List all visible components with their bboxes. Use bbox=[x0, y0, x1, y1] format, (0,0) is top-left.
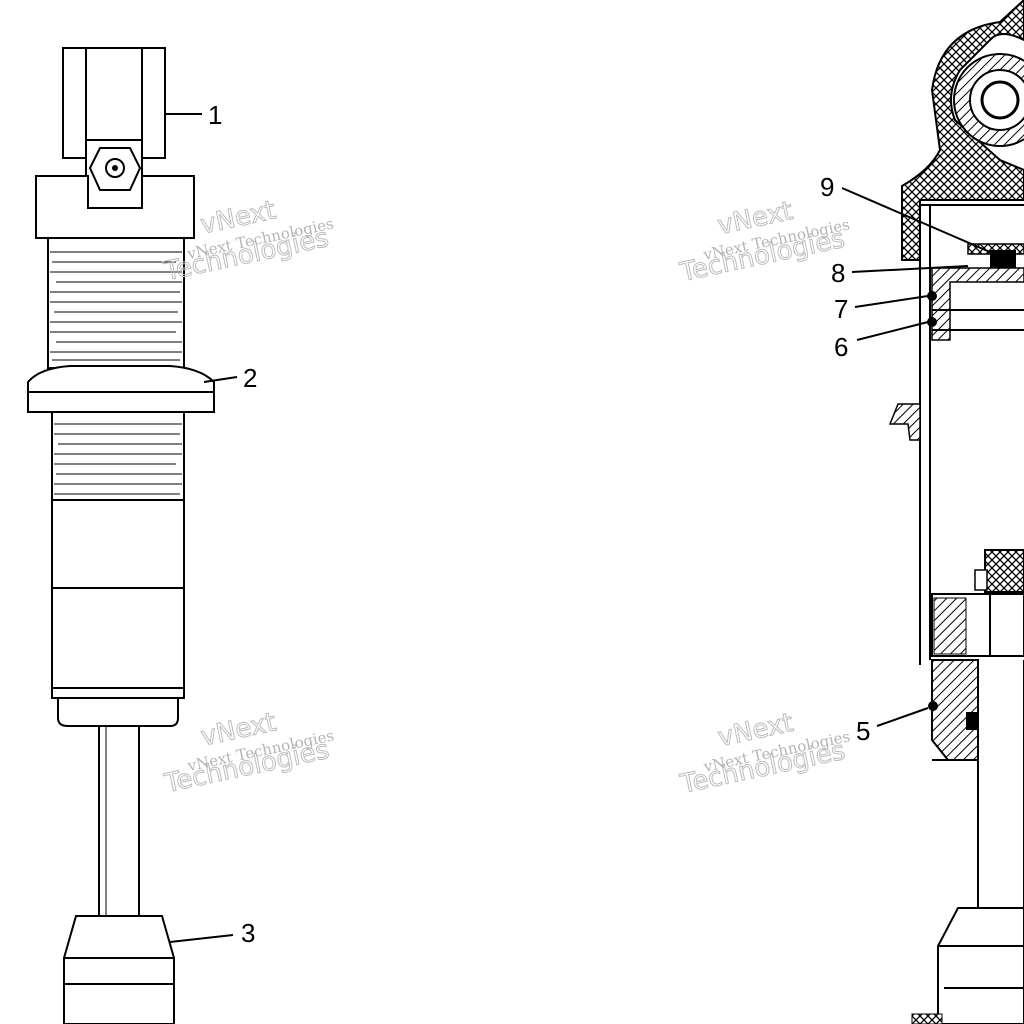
shock-cutaway-view bbox=[888, 0, 1024, 1024]
o-ring-6 bbox=[927, 317, 937, 327]
callout-1: 1 bbox=[208, 100, 222, 130]
thread-lines-lower bbox=[54, 423, 182, 495]
threaded-body-upper bbox=[47, 237, 185, 369]
callout-5: 5 bbox=[856, 716, 870, 746]
floating-piston bbox=[931, 267, 1024, 341]
callout-2: 2 bbox=[243, 363, 257, 393]
seal-head-5 bbox=[931, 659, 979, 761]
callout-6: 6 bbox=[834, 332, 848, 362]
callout-7: 7 bbox=[834, 294, 848, 324]
body-end-cap bbox=[57, 697, 179, 727]
lower-eyelet bbox=[63, 915, 175, 1024]
watermark-bottom-right: vNext Technologies vNext Technologies bbox=[677, 707, 852, 800]
callout-9: 9 bbox=[820, 172, 834, 202]
body-side-collar bbox=[888, 403, 921, 441]
callout-3: 3 bbox=[241, 918, 255, 948]
callout-8: 8 bbox=[831, 258, 845, 288]
piston-nut bbox=[984, 549, 1024, 593]
thread-lines-upper bbox=[50, 251, 182, 361]
lower-eyelet-section bbox=[937, 907, 1024, 1024]
shock-exterior-view bbox=[27, 47, 215, 1024]
piston-shaft bbox=[98, 725, 140, 917]
adjusting-collar bbox=[27, 365, 215, 413]
watermark-bottom-left: vNext Technologies vNext Technologies bbox=[161, 707, 336, 800]
callout-leaders bbox=[165, 113, 991, 943]
o-ring-7 bbox=[927, 291, 937, 301]
shock-body-lower bbox=[51, 411, 185, 699]
